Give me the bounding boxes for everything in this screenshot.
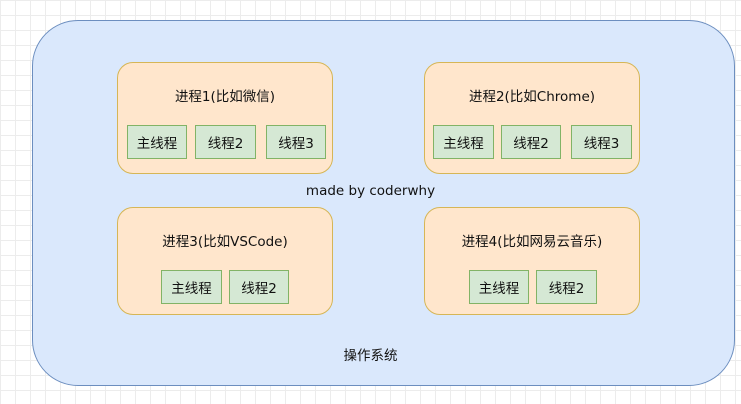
watermark-text: made by coderwhy [305,183,436,199]
process-4-thread-2: 线程2 [536,270,597,304]
process-3-thread-2: 线程2 [229,270,289,304]
process-3-title: 进程3(比如VSCode) [162,234,288,250]
process-1-thread-3: 线程3 [266,125,326,159]
process-4-main-thread: 主线程 [469,270,529,304]
process-2-thread-3: 线程3 [571,125,632,159]
process-2-box: 进程2(比如Chrome) 主线程 线程2 线程3 [424,62,640,174]
process-2-main-thread: 主线程 [433,125,494,159]
process-2-thread-2: 线程2 [501,125,561,159]
process-1-thread-2: 线程2 [195,125,256,159]
operating-system-label: 操作系统 [343,348,398,364]
process-4-title: 进程4(比如网易云音乐) [461,234,603,250]
process-3-box: 进程3(比如VSCode) 主线程 线程2 [117,207,333,315]
process-1-main-thread: 主线程 [127,125,187,159]
process-1-title: 进程1(比如微信) [174,89,276,105]
process-4-box: 进程4(比如网易云音乐) 主线程 线程2 [424,207,640,315]
process-3-main-thread: 主线程 [161,270,222,304]
process-2-title: 进程2(比如Chrome) [468,89,596,105]
process-1-box: 进程1(比如微信) 主线程 线程2 线程3 [117,62,333,174]
